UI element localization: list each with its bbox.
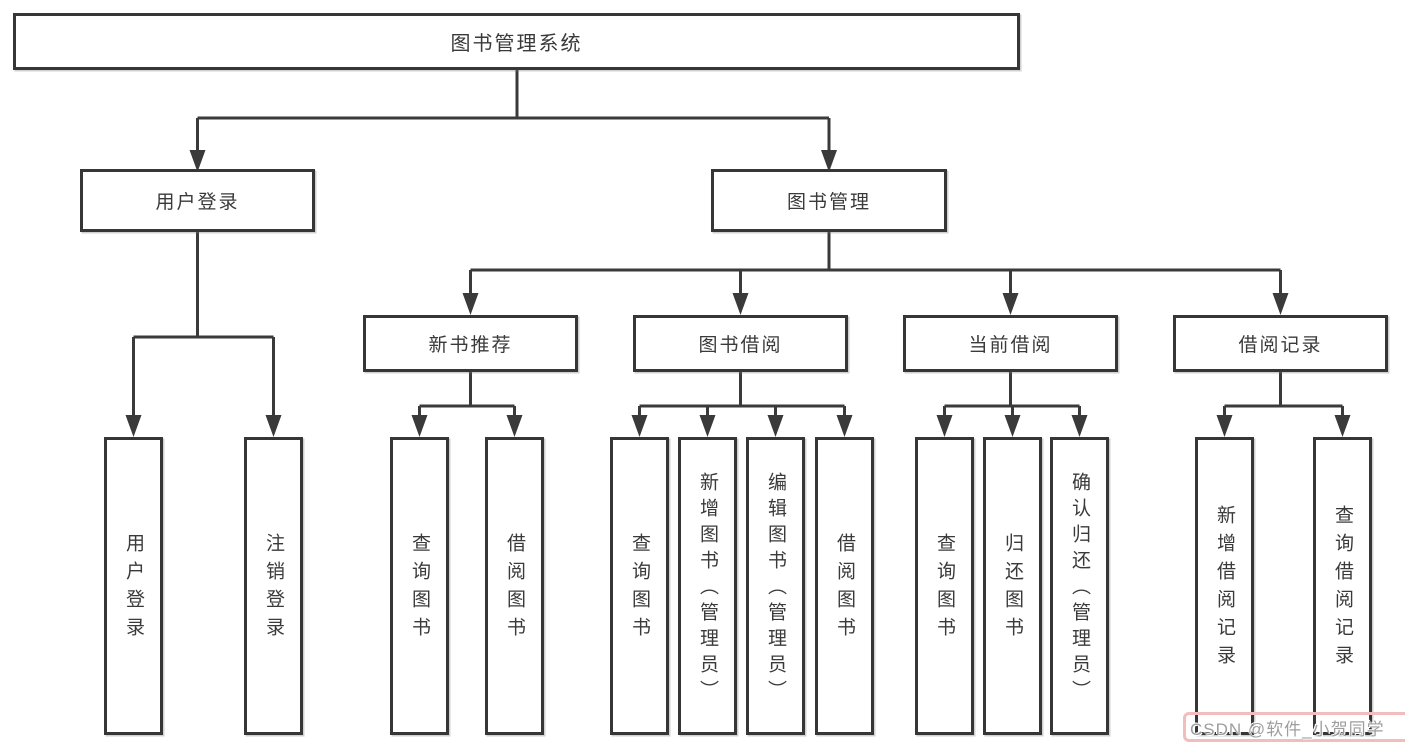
node-new-book-recommend: 新书推荐 bbox=[363, 315, 578, 372]
node-book-management-branch: 图书管理 bbox=[711, 169, 947, 232]
node-current-borrow: 当前借阅 bbox=[903, 315, 1118, 372]
leaf-user-login: 用户登录 bbox=[104, 437, 163, 735]
leaf-query-books-current: 查询图书 bbox=[915, 437, 974, 735]
leaf-edit-books-admin: 编辑图书（管理员） bbox=[746, 437, 805, 735]
node-library-management-system: 图书管理系统 bbox=[13, 13, 1020, 70]
leaf-query-books-recommend: 查询图书 bbox=[390, 437, 449, 735]
node-borrow-records: 借阅记录 bbox=[1173, 315, 1388, 372]
leaf-query-borrow-record: 查询借阅记录 bbox=[1313, 437, 1372, 735]
leaf-add-borrow-record: 新增借阅记录 bbox=[1195, 437, 1254, 735]
leaf-add-books-admin: 新增图书（管理员） bbox=[678, 437, 737, 735]
leaf-return-books: 归还图书 bbox=[983, 437, 1042, 735]
leaf-logout: 注销登录 bbox=[244, 437, 303, 735]
leaf-borrow-books: 借阅图书 bbox=[815, 437, 874, 735]
leaf-query-books-borrow: 查询图书 bbox=[610, 437, 669, 735]
node-book-borrow: 图书借阅 bbox=[633, 315, 848, 372]
leaf-confirm-return-admin: 确认归还（管理员） bbox=[1050, 437, 1109, 735]
leaf-borrow-books-recommend: 借阅图书 bbox=[485, 437, 544, 735]
node-user-login-branch: 用户登录 bbox=[80, 169, 315, 232]
